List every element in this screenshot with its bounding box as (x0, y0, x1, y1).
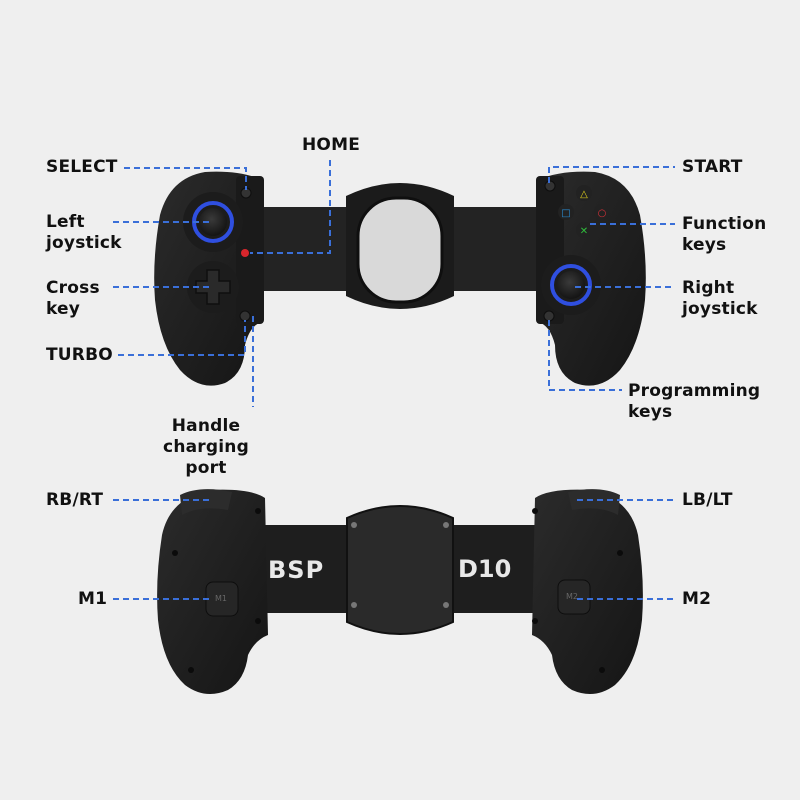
label-programming-keys: Programming keys (628, 381, 761, 422)
label-left-joystick: Left joystick (46, 212, 122, 253)
phone-holder (346, 183, 454, 309)
label-rb-rt: RB/RT (46, 490, 104, 510)
svg-text:△: △ (580, 189, 588, 200)
svg-text:□: □ (561, 208, 570, 219)
svg-text:✕: ✕ (580, 226, 588, 237)
front-right-grip: △ □ ○ ✕ (536, 171, 646, 386)
label-home: HOME (302, 135, 361, 155)
label-right-joystick: Right joystick (682, 278, 758, 319)
label-turbo: TURBO (46, 345, 113, 365)
label-handle-charging-port: Handle charging port (163, 416, 249, 478)
front-left-grip (154, 171, 264, 386)
back-mount-disc (346, 505, 454, 635)
label-lb-lt: LB/LT (682, 490, 733, 510)
leader-lines (113, 160, 675, 600)
label-function-keys: Function keys (682, 214, 767, 255)
label-start: START (682, 157, 743, 177)
back-right-grip (532, 489, 643, 694)
m1-button-mark: M1 (215, 594, 227, 603)
back-left-grip (157, 489, 268, 694)
svg-text:○: ○ (598, 208, 607, 219)
label-select: SELECT (46, 157, 118, 177)
m2-button-mark: M2 (566, 592, 578, 601)
brand-logo: BSP (268, 556, 325, 584)
model-name: D10 (458, 555, 512, 583)
label-cross-key: Cross key (46, 278, 100, 319)
label-m2: M2 (682, 589, 712, 609)
label-m1: M1 (78, 589, 108, 609)
